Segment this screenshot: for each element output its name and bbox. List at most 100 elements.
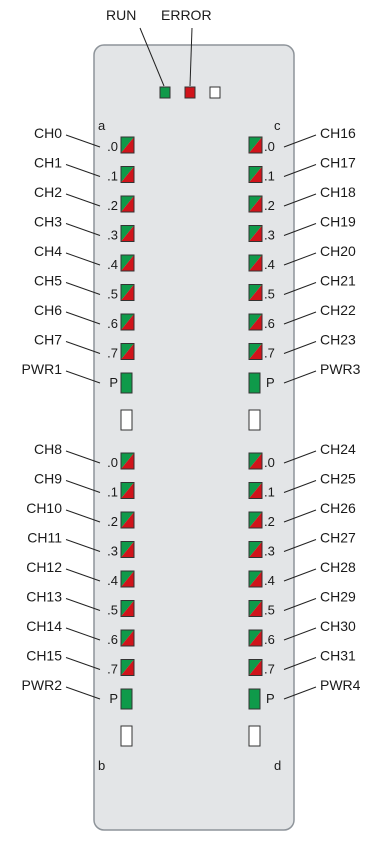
bit-label-left-0-6: .6 bbox=[107, 316, 118, 331]
bit-label-left-1-4: .4 bbox=[107, 573, 118, 588]
channel-label-ch15: CH15 bbox=[26, 648, 62, 664]
leader-line-ch25 bbox=[283, 480, 317, 493]
leader-line-ch3 bbox=[65, 223, 101, 236]
leader-line-ch31 bbox=[283, 657, 317, 670]
channel-led-ch24 bbox=[248, 452, 263, 470]
channel-led-ch12 bbox=[120, 570, 135, 588]
channel-label-ch22: CH22 bbox=[320, 302, 356, 318]
leader-line-pwr4 bbox=[283, 686, 317, 700]
channel-led-ch26-red bbox=[249, 512, 262, 528]
channel-led-ch30-red bbox=[249, 630, 262, 646]
channel-led-ch11 bbox=[120, 541, 135, 558]
channel-label-ch16: CH16 bbox=[320, 125, 356, 141]
leader-line-ch4 bbox=[65, 252, 101, 266]
channel-led-ch7 bbox=[120, 343, 135, 360]
bit-label-left-1-6: .6 bbox=[107, 632, 118, 647]
channel-led-ch6 bbox=[120, 313, 135, 331]
bit-label-left-1-0: .0 bbox=[107, 455, 118, 470]
channel-led-ch15 bbox=[120, 659, 135, 676]
channel-label-ch24: CH24 bbox=[320, 441, 356, 457]
channel-led-ch29-red bbox=[249, 600, 262, 617]
bit-label-left-1-7: .7 bbox=[107, 662, 118, 677]
channel-label-ch13: CH13 bbox=[26, 589, 62, 605]
channel-label-ch31: CH31 bbox=[320, 648, 356, 664]
power-led-pwr4 bbox=[248, 688, 261, 710]
bit-label-left-0-7: .7 bbox=[107, 346, 118, 361]
channel-led-ch5-red bbox=[121, 284, 134, 301]
bit-label-right-0-1: .1 bbox=[264, 169, 275, 184]
bit-label-right-1-7: .7 bbox=[264, 662, 275, 677]
pwr-marker-right-1: P bbox=[266, 691, 275, 706]
leader-line-ch12 bbox=[65, 568, 101, 582]
channel-led-ch11-red bbox=[121, 541, 134, 558]
power-label-pwr1: PWR1 bbox=[22, 361, 63, 377]
channel-label-ch14: CH14 bbox=[26, 618, 62, 634]
channel-led-ch2 bbox=[120, 195, 135, 213]
channel-led-ch3 bbox=[120, 225, 135, 242]
channel-led-ch22-red bbox=[249, 314, 262, 330]
bit-label-left-1-5: .5 bbox=[107, 603, 118, 618]
error-leader-line bbox=[189, 27, 193, 87]
empty-led-right-0 bbox=[248, 409, 261, 431]
channel-led-ch15-red bbox=[121, 659, 134, 676]
channel-led-ch12-red bbox=[121, 571, 134, 587]
power-led-pwr1 bbox=[120, 372, 133, 394]
column-letter-d: d bbox=[274, 758, 281, 773]
leader-line-ch30 bbox=[283, 627, 317, 641]
bit-label-right-0-0: .0 bbox=[264, 139, 275, 154]
leader-line-ch21 bbox=[283, 282, 317, 295]
bit-label-left-1-3: .3 bbox=[107, 544, 118, 559]
channel-led-ch0 bbox=[120, 136, 135, 154]
channel-led-ch9-red bbox=[121, 482, 134, 499]
channel-label-ch7: CH7 bbox=[34, 332, 62, 348]
power-label-pwr3: PWR3 bbox=[320, 361, 361, 377]
channel-label-ch4: CH4 bbox=[34, 243, 62, 259]
channel-label-ch19: CH19 bbox=[320, 214, 356, 230]
channel-led-ch31-red bbox=[249, 659, 262, 676]
leader-line-ch18 bbox=[283, 193, 317, 207]
channel-led-ch25 bbox=[248, 482, 263, 499]
empty-led-left-1 bbox=[120, 725, 133, 747]
channel-label-ch18: CH18 bbox=[320, 184, 356, 200]
channel-led-ch2-red bbox=[121, 196, 134, 212]
pwr-marker-right-0: P bbox=[266, 375, 275, 390]
bit-label-left-0-2: .2 bbox=[107, 198, 118, 213]
channel-label-ch3: CH3 bbox=[34, 214, 62, 230]
channel-label-ch6: CH6 bbox=[34, 302, 62, 318]
bit-label-right-0-4: .4 bbox=[264, 257, 275, 272]
channel-led-ch21-red bbox=[249, 284, 262, 301]
leader-line-pwr2 bbox=[65, 686, 101, 700]
column-letter-b: b bbox=[98, 758, 105, 773]
channel-led-ch24-red bbox=[249, 453, 262, 469]
leader-line-ch11 bbox=[65, 539, 101, 552]
channel-led-ch30 bbox=[248, 629, 263, 647]
channel-led-ch18 bbox=[248, 195, 263, 213]
channel-led-ch13 bbox=[120, 600, 135, 617]
channel-label-ch12: CH12 bbox=[26, 559, 62, 575]
bit-label-right-0-5: .5 bbox=[264, 287, 275, 302]
bit-label-right-0-2: .2 bbox=[264, 198, 275, 213]
column-letter-a: a bbox=[98, 118, 106, 133]
leader-line-ch10 bbox=[65, 509, 101, 523]
channel-led-ch10-red bbox=[121, 512, 134, 528]
channel-label-ch8: CH8 bbox=[34, 441, 62, 457]
maint-led bbox=[209, 86, 221, 99]
pwr-marker-left-0: P bbox=[109, 375, 118, 390]
channel-led-ch16-red bbox=[249, 137, 262, 153]
leader-line-ch6 bbox=[65, 311, 101, 325]
leader-line-ch0 bbox=[65, 134, 101, 148]
channel-led-ch21 bbox=[248, 284, 263, 301]
channel-label-ch30: CH30 bbox=[320, 618, 356, 634]
channel-led-ch1 bbox=[120, 166, 135, 183]
channel-led-ch27 bbox=[248, 541, 263, 558]
channel-label-ch27: CH27 bbox=[320, 530, 356, 546]
run-label: RUN bbox=[106, 7, 136, 23]
channel-led-ch9 bbox=[120, 482, 135, 499]
channel-led-ch7-red bbox=[121, 343, 134, 360]
channel-led-ch18-red bbox=[249, 196, 262, 212]
leader-line-ch15 bbox=[65, 657, 101, 670]
channel-led-ch4-red bbox=[121, 255, 134, 271]
bit-label-left-0-0: .0 bbox=[107, 139, 118, 154]
run-leader-line bbox=[139, 27, 165, 87]
